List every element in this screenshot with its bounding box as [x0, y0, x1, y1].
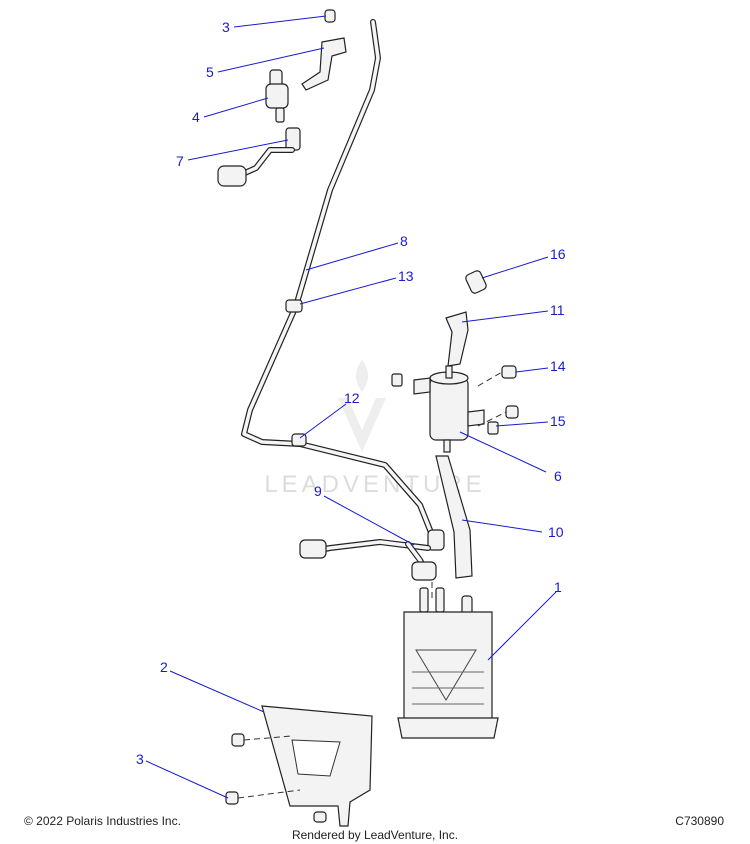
- callout-3-top: 3: [222, 19, 230, 35]
- callout-14: 14: [550, 358, 566, 374]
- callout-3-bottom: 3: [136, 751, 144, 767]
- hose-11: [445, 311, 469, 367]
- nut-14: [501, 365, 517, 379]
- callout-2: 2: [160, 659, 168, 675]
- callout-12: 12: [344, 390, 360, 406]
- nut-15: [505, 405, 519, 419]
- callout-10: 10: [548, 524, 564, 540]
- callout-11: 11: [550, 302, 565, 318]
- callout-15: 15: [550, 413, 566, 429]
- hose-clip-13: [285, 299, 303, 313]
- hose-clip-12: [291, 433, 307, 447]
- leadventure-logo-icon: [338, 360, 386, 452]
- bracket-5: [301, 37, 347, 91]
- rendered-by-text: Rendered by LeadVenture, Inc.: [291, 828, 459, 842]
- hose-10: [435, 455, 473, 579]
- screw-top: [324, 9, 336, 23]
- charcoal-canister-1: [397, 587, 499, 739]
- callout-16: 16: [550, 246, 566, 262]
- vent-hose-main: [241, 19, 435, 538]
- callouts: 3 5 4 7 8 13 16 11 14 15 12 6 9 10 1 2 3: [136, 19, 566, 767]
- clip-right: [487, 421, 499, 435]
- mounting-bracket-2: [261, 705, 373, 827]
- hose-9: [299, 529, 445, 581]
- clip-left: [391, 373, 403, 387]
- figure-id: C730890: [675, 814, 724, 828]
- callout-9: 9: [314, 483, 322, 499]
- bolt-bottom: [313, 811, 327, 823]
- bolt-upper: [231, 733, 245, 747]
- hose-7: [217, 127, 301, 187]
- callout-6: 6: [554, 468, 562, 484]
- leader-lines: [145, 15, 557, 799]
- copyright-text: © 2022 Polaris Industries Inc.: [24, 814, 181, 828]
- callout-1: 1: [554, 579, 562, 595]
- callout-5: 5: [206, 64, 214, 80]
- check-valve-4: [265, 69, 289, 123]
- fitting-16: [465, 270, 487, 294]
- filter-6: [413, 365, 485, 453]
- callout-13: 13: [398, 268, 414, 284]
- callout-4: 4: [192, 109, 200, 125]
- callout-8: 8: [400, 233, 408, 249]
- callout-7: 7: [176, 153, 184, 169]
